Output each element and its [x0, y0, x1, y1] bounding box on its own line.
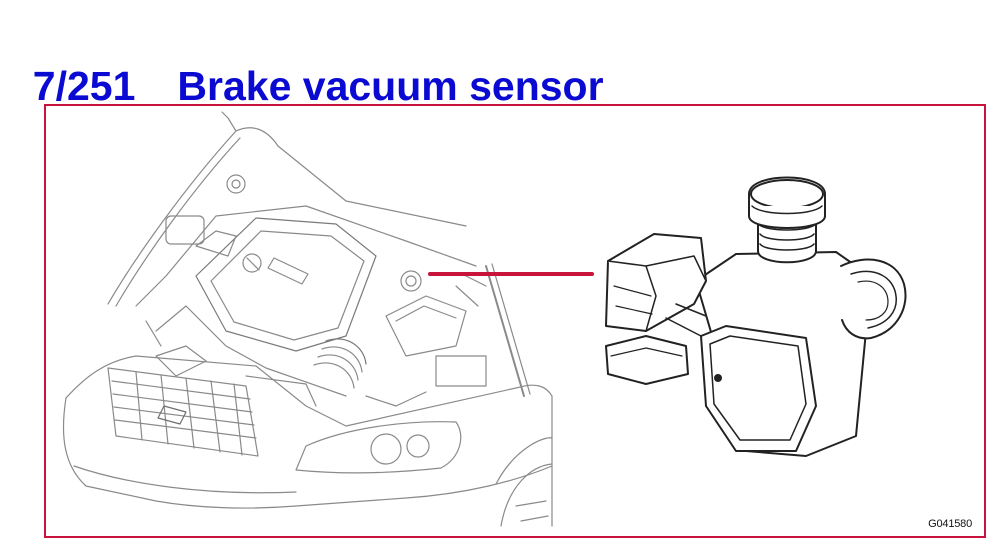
car-engine-bay-drawing	[62, 111, 553, 527]
illustration-frame: G041580	[44, 104, 986, 538]
section-number: 7/251	[32, 63, 136, 109]
illustration-svg	[62, 111, 907, 527]
figure-code: G041580	[928, 518, 972, 530]
page-title: 7/251 Brake vacuum sensor	[10, 14, 604, 110]
title-text: Brake vacuum sensor	[177, 63, 604, 109]
brake-vacuum-sensor-drawing	[605, 176, 907, 457]
